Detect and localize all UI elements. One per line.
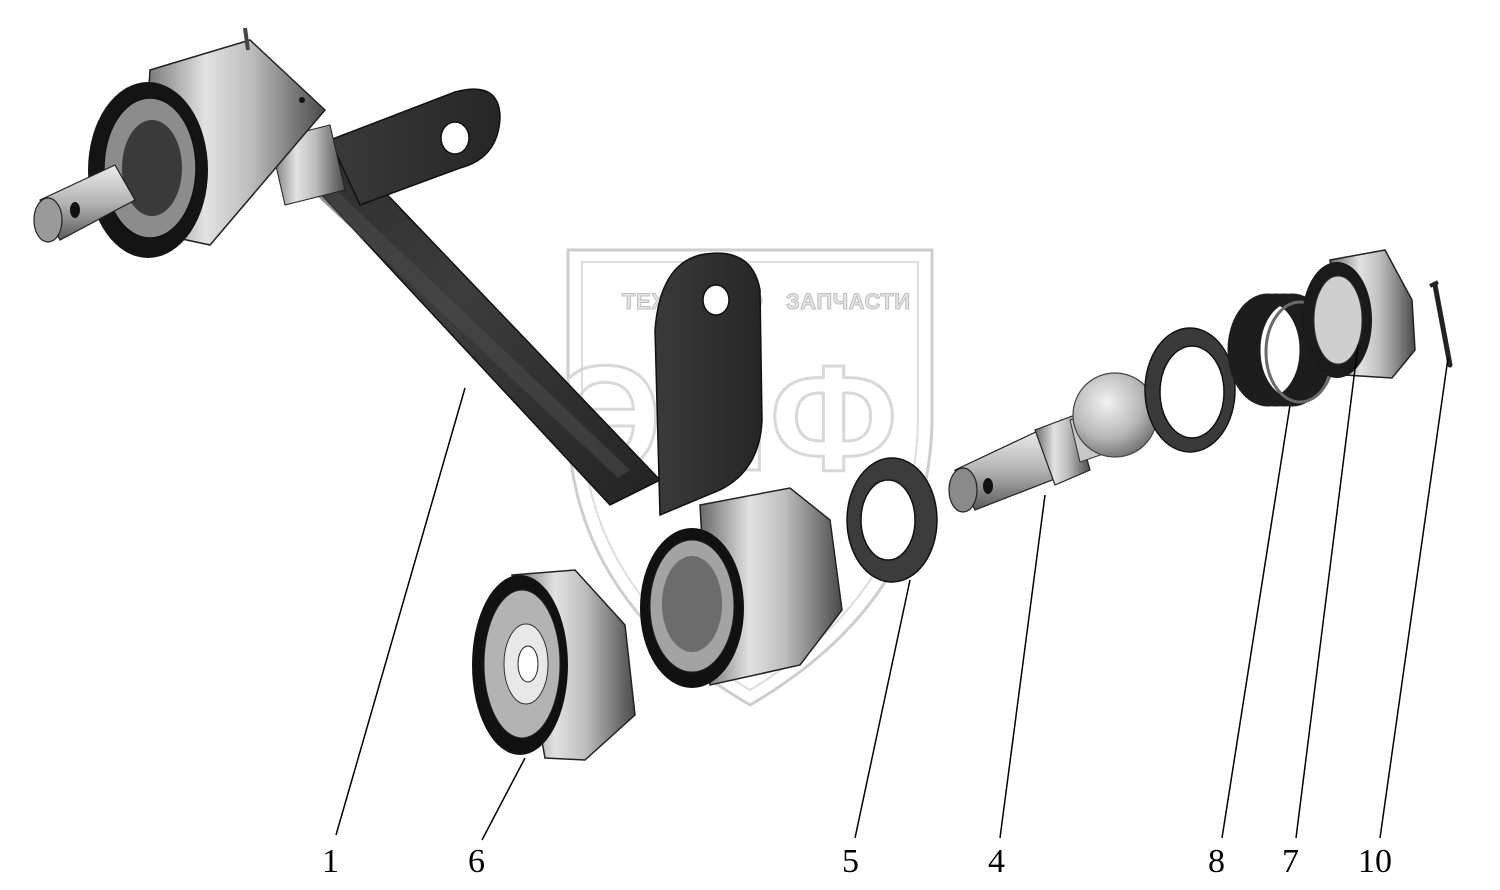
callout-8: 8 bbox=[1208, 843, 1225, 880]
leader-8 bbox=[1221, 404, 1291, 839]
rod-bracket-lower bbox=[654, 252, 763, 517]
leader-10 bbox=[1379, 357, 1449, 839]
seat-ring bbox=[1144, 327, 1236, 453]
part-7-cap bbox=[1302, 249, 1416, 379]
callout-7: 7 bbox=[1282, 843, 1299, 880]
callout-labels: 1 6 5 4 8 7 10 bbox=[322, 843, 1392, 880]
callout-1: 1 bbox=[322, 843, 339, 880]
leader-1 bbox=[335, 387, 466, 836]
part-6-bushing bbox=[472, 569, 636, 761]
bracket-lower-hole bbox=[702, 284, 730, 316]
rod-lower-eye bbox=[640, 487, 843, 688]
leader-lines bbox=[335, 344, 1449, 841]
leader-6 bbox=[481, 757, 526, 841]
callout-5: 5 bbox=[842, 843, 859, 880]
watermark-text-right: ЗАПЧАСТИ bbox=[786, 289, 911, 314]
rod-bracket-upper bbox=[328, 88, 501, 206]
bracket-upper-hole bbox=[440, 121, 470, 155]
part-10-cotter-pin bbox=[1429, 280, 1453, 368]
part-1-torque-rod bbox=[33, 27, 843, 688]
callout-10: 10 bbox=[1358, 843, 1392, 880]
callout-6: 6 bbox=[468, 843, 485, 880]
leader-4 bbox=[999, 494, 1046, 839]
rod-upper-eye bbox=[33, 27, 327, 258]
rod-tube-highlight bbox=[300, 175, 630, 478]
part-4-ball-pin bbox=[948, 372, 1158, 513]
callout-4: 4 bbox=[988, 843, 1005, 880]
leader-7 bbox=[1295, 344, 1359, 839]
leader-5 bbox=[854, 579, 911, 839]
part-5-washer bbox=[846, 457, 938, 583]
